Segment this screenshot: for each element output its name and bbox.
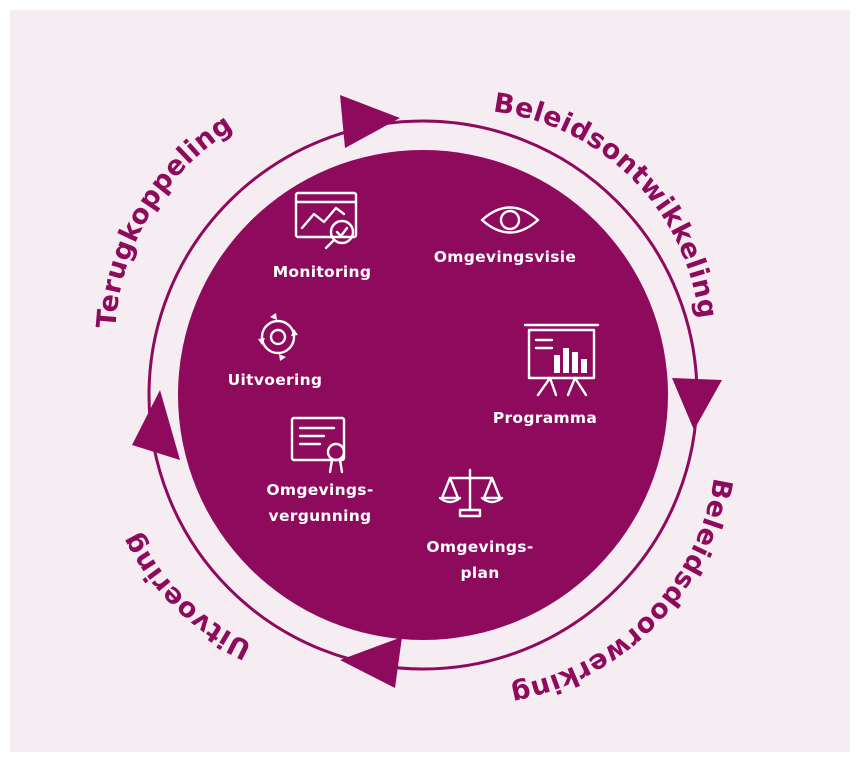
arrowhead-right bbox=[672, 378, 722, 430]
arrowhead-left bbox=[132, 390, 180, 460]
uitvoering-label: Uitvoering bbox=[228, 371, 323, 389]
monitoring-chart-icon bbox=[294, 191, 358, 250]
instrument-disk bbox=[178, 150, 668, 640]
gear-cycle-icon bbox=[258, 313, 298, 361]
omgevingsvergunning-label-line2: vergunning bbox=[269, 507, 372, 525]
omgevingsvisie-label: Omgevingsvisie bbox=[434, 248, 576, 266]
certificate-icon bbox=[290, 416, 346, 474]
presentation-board-icon bbox=[523, 323, 600, 397]
eye-icon bbox=[480, 206, 540, 234]
arrowhead-bottom bbox=[340, 637, 402, 688]
omgevingsplan-label-line1: Omgevings- bbox=[426, 538, 533, 556]
programma-label: Programma bbox=[493, 409, 597, 427]
monitoring-label: Monitoring bbox=[273, 263, 372, 281]
omgevingsplan-label-line2: plan bbox=[460, 564, 499, 582]
omgevingsvergunning-label-line1: Omgevings- bbox=[266, 481, 373, 499]
arrowhead-top bbox=[340, 95, 400, 148]
scales-icon bbox=[438, 468, 504, 518]
